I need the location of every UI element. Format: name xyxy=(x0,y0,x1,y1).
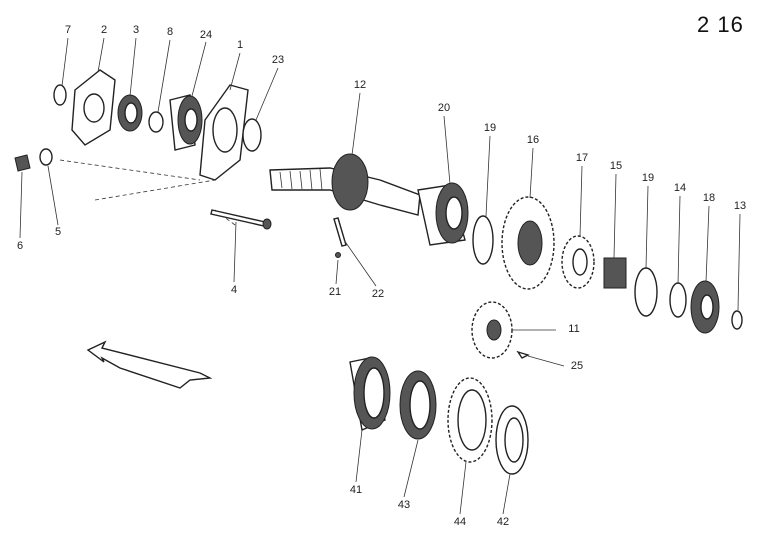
part-6-nut xyxy=(14,154,31,172)
assembly-line xyxy=(59,159,236,226)
label-1: 1 xyxy=(236,39,244,51)
part-15-needle-bearing xyxy=(603,257,627,289)
label-14: 14 xyxy=(673,182,687,194)
label-19-b: 19 xyxy=(641,172,655,184)
label-18: 18 xyxy=(702,192,716,204)
label-11: 11 xyxy=(568,323,580,335)
part-25-key xyxy=(516,350,530,359)
part-8-washer xyxy=(148,111,164,133)
label-20: 20 xyxy=(437,102,451,114)
label-42: 42 xyxy=(496,516,510,528)
direction-arrow xyxy=(86,340,213,389)
part-13-circlip xyxy=(731,310,743,330)
part-5-washer xyxy=(39,148,53,166)
label-8: 8 xyxy=(166,26,174,38)
label-3: 3 xyxy=(132,24,140,36)
label-23: 23 xyxy=(271,54,285,66)
part-21-ball xyxy=(335,252,341,258)
part-4-bolt xyxy=(210,209,266,227)
part-23-shim xyxy=(242,118,262,152)
label-5: 5 xyxy=(54,226,62,238)
part-14-washer xyxy=(669,282,687,318)
part-7-circlip xyxy=(53,84,67,106)
label-21: 21 xyxy=(328,286,342,298)
label-24: 24 xyxy=(199,29,213,41)
label-2: 2 xyxy=(100,24,108,36)
label-41: 41 xyxy=(349,484,363,496)
label-12: 12 xyxy=(353,79,367,91)
label-25: 25 xyxy=(570,360,584,372)
label-44: 44 xyxy=(453,516,467,528)
label-19: 19 xyxy=(483,122,497,134)
part-19-circlip-2 xyxy=(634,267,658,317)
label-22: 22 xyxy=(371,288,385,300)
label-17: 17 xyxy=(575,152,589,164)
label-4: 4 xyxy=(230,284,238,296)
part-19-circlip xyxy=(472,215,494,265)
part-22-pin xyxy=(333,217,347,247)
leader-lines xyxy=(19,37,741,515)
label-16: 16 xyxy=(526,134,540,146)
page-number: 2 16 xyxy=(697,12,744,37)
label-13: 13 xyxy=(733,200,747,212)
label-7: 7 xyxy=(64,24,72,36)
label-43: 43 xyxy=(397,499,411,511)
label-15: 15 xyxy=(609,160,623,172)
label-6: 6 xyxy=(16,240,24,252)
